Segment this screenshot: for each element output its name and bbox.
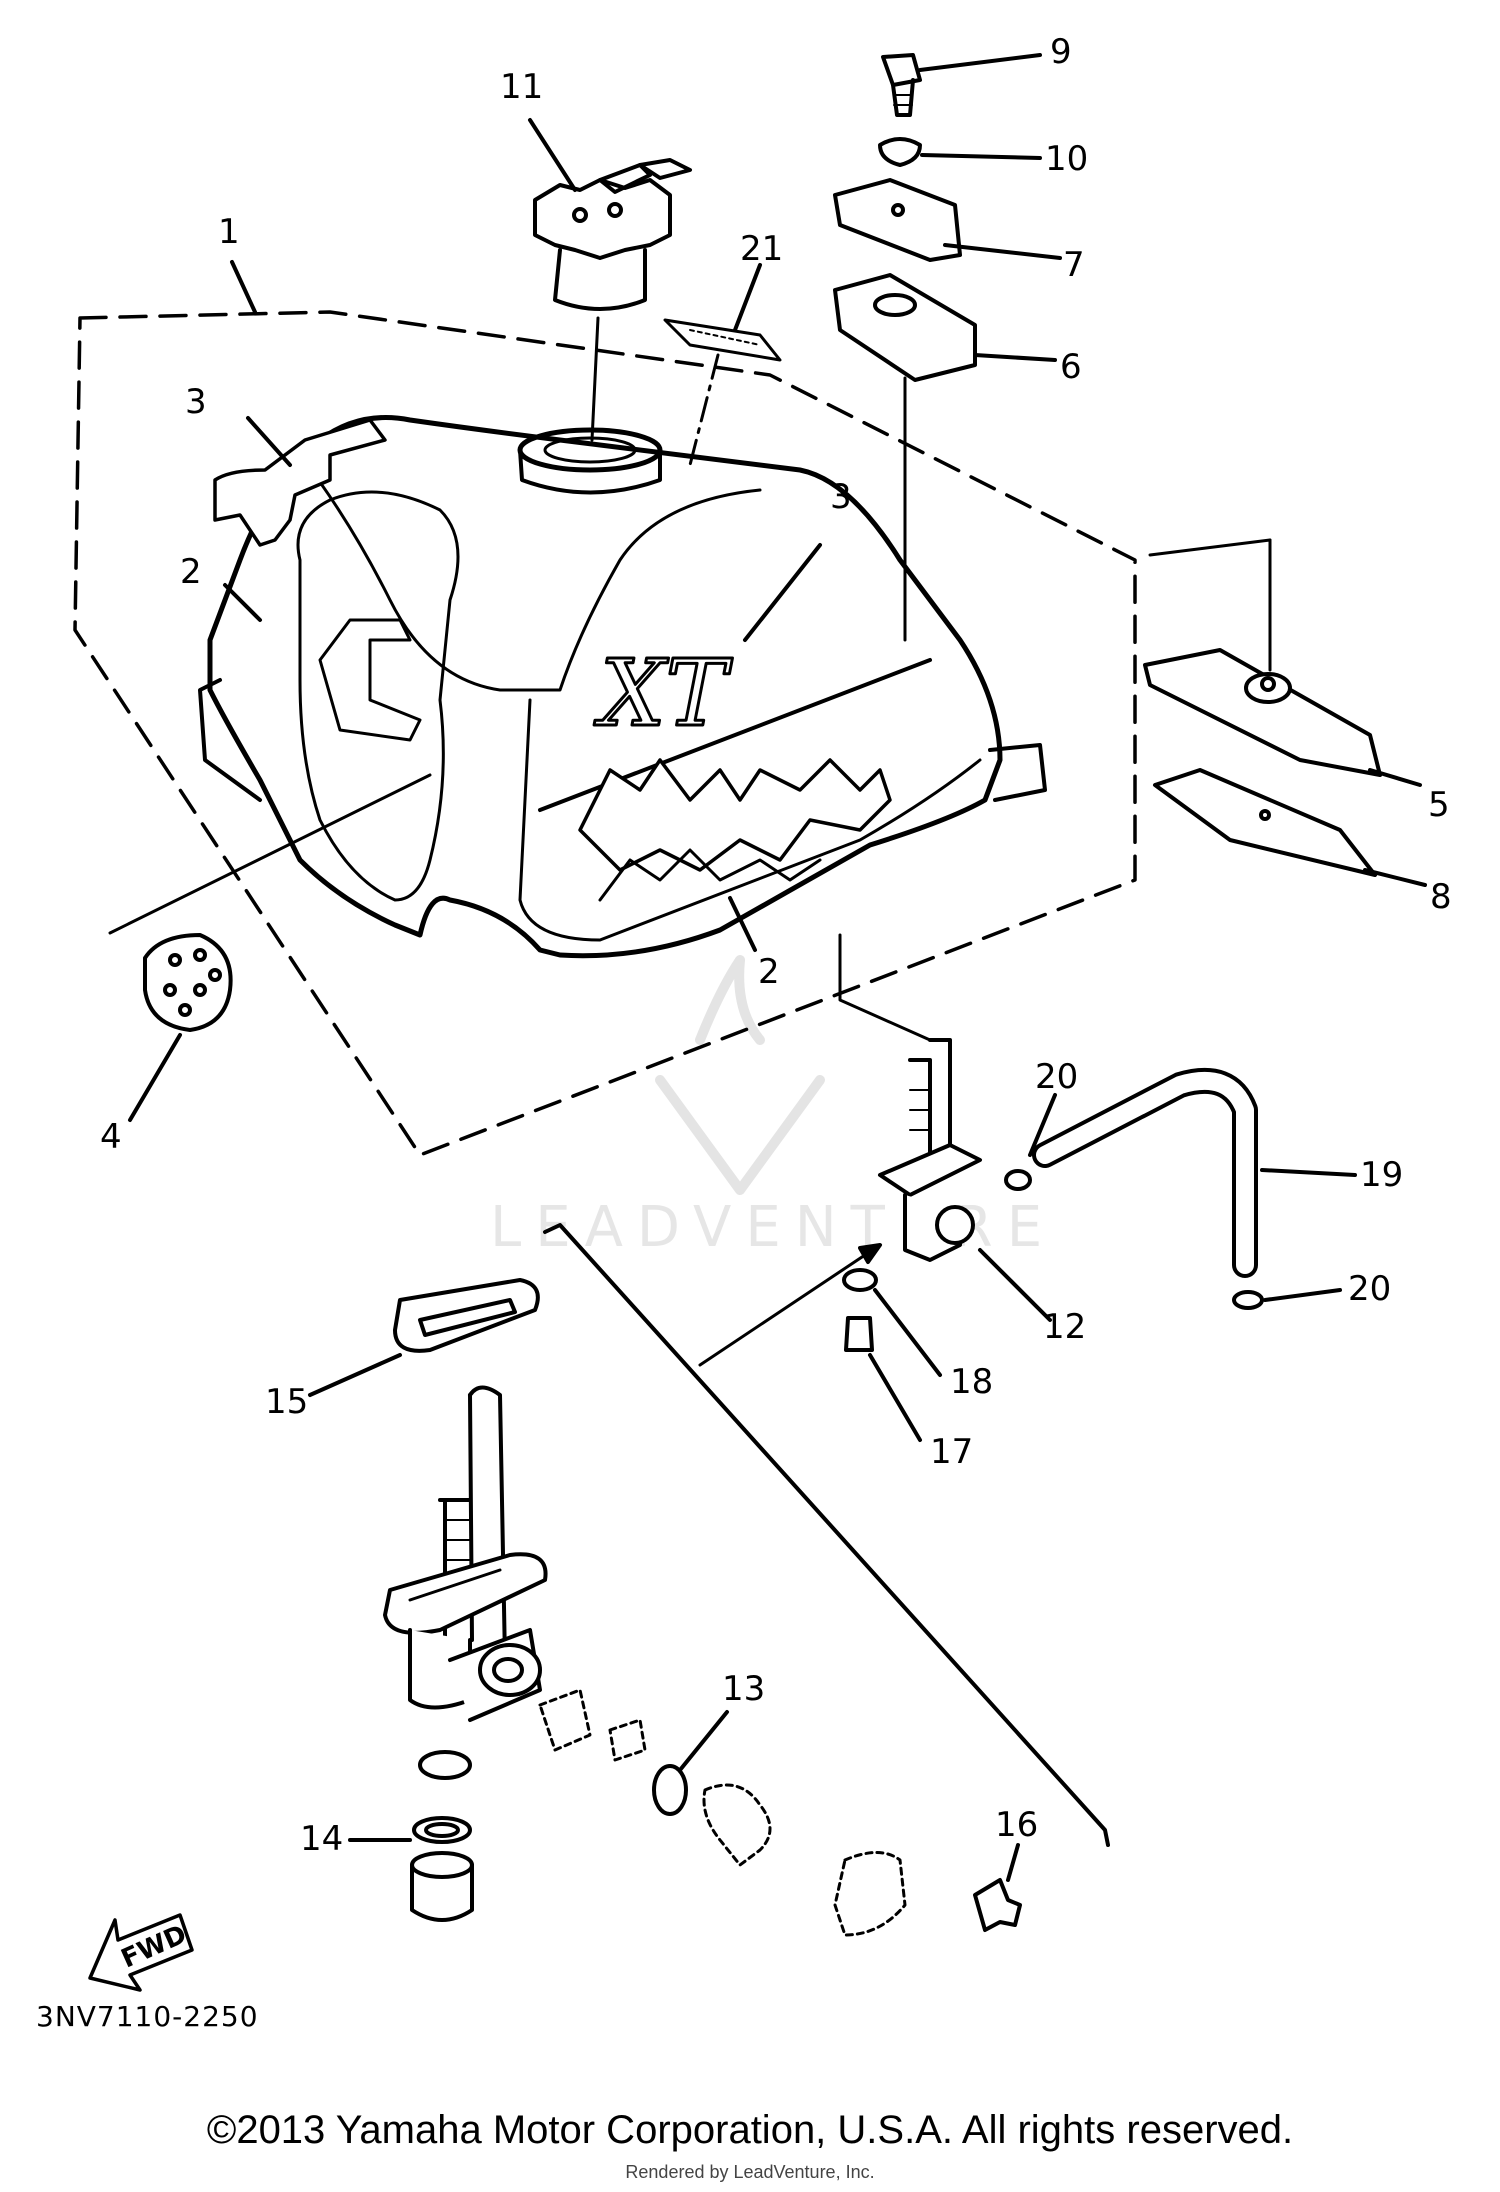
damper xyxy=(143,933,233,1032)
cushion-6 xyxy=(833,273,977,382)
callout-3a: 3 xyxy=(185,382,207,422)
leader-9 xyxy=(918,53,1042,72)
plate-8 xyxy=(1153,768,1377,877)
washer-18 xyxy=(842,1268,878,1292)
callout-14: 14 xyxy=(300,1819,344,1859)
leader-16 xyxy=(1006,1843,1020,1882)
clip-20a xyxy=(1004,1169,1032,1191)
callout-11: 11 xyxy=(500,67,544,107)
leader-17 xyxy=(868,1353,922,1442)
arrow-to-upper xyxy=(698,1243,882,1367)
leader-8 xyxy=(1363,868,1427,887)
callout-12: 12 xyxy=(1043,1307,1087,1347)
callout-5: 5 xyxy=(1428,785,1450,825)
fwd-arrow xyxy=(88,1913,194,1992)
cock-internals xyxy=(538,1688,907,1937)
callout-8: 8 xyxy=(1430,877,1452,917)
leader-1 xyxy=(230,260,257,314)
watermark-logo xyxy=(655,955,825,1195)
callout-20a: 20 xyxy=(1035,1057,1079,1097)
fuel-cock-mount-line xyxy=(838,933,932,1042)
callout-2b: 2 xyxy=(758,952,780,992)
leader-6 xyxy=(973,353,1057,362)
leader-21 xyxy=(733,263,762,332)
gasket-15 xyxy=(393,1278,540,1353)
leader-5 xyxy=(1368,768,1422,787)
screw-17 xyxy=(844,1316,874,1352)
leader-11 xyxy=(528,118,577,192)
callout-2a: 2 xyxy=(180,552,202,592)
fuel-cock-small xyxy=(878,1038,982,1262)
rendered-by-notice: Rendered by LeadVenture, Inc. xyxy=(625,2162,875,2182)
tank-assembly-outline xyxy=(73,310,1137,1157)
cap-to-filler xyxy=(590,316,600,442)
callout-20b: 20 xyxy=(1348,1269,1392,1309)
callout-21: 21 xyxy=(740,229,784,269)
fuel-cock-lower xyxy=(383,1385,548,1780)
leader-4-bracket xyxy=(108,773,432,935)
callout-18: 18 xyxy=(950,1362,994,1402)
screw-16 xyxy=(973,1878,1022,1932)
leader-18 xyxy=(873,1288,942,1377)
callout-3b: 3 xyxy=(830,477,852,517)
leader-2b xyxy=(728,896,757,952)
leader-3a xyxy=(246,416,292,467)
callout-4: 4 xyxy=(100,1117,122,1157)
fuel-cap xyxy=(533,158,692,311)
o-ring-13 xyxy=(652,1764,688,1816)
callout-16: 16 xyxy=(995,1805,1039,1845)
callout-13: 13 xyxy=(722,1669,766,1709)
clip-20b xyxy=(1232,1290,1264,1310)
callout-7: 7 xyxy=(1063,245,1085,285)
bolt xyxy=(881,53,922,117)
leader-7 xyxy=(943,243,1062,260)
caution-decal xyxy=(663,318,782,362)
plate-7 xyxy=(833,178,962,262)
leader-4 xyxy=(128,1033,182,1122)
callout-10: 10 xyxy=(1045,139,1089,179)
copyright-notice: ©2013 Yamaha Motor Corporation, U.S.A. A… xyxy=(206,2108,1294,2152)
callout-15: 15 xyxy=(265,1382,309,1422)
tank-logo: XT xyxy=(594,640,732,747)
decal-to-tank xyxy=(688,353,720,467)
seal-14 xyxy=(410,1816,474,1922)
leader-19 xyxy=(1260,1168,1357,1177)
fuel-tank xyxy=(198,415,1047,959)
callout-1: 1 xyxy=(218,212,240,252)
leader-15 xyxy=(308,1353,402,1397)
callout-6: 6 xyxy=(1060,347,1082,387)
leader-3b xyxy=(743,543,822,642)
callout-17: 17 xyxy=(930,1432,974,1472)
seat-cushion-left xyxy=(213,418,387,547)
callout-19: 19 xyxy=(1360,1155,1404,1195)
leader-20a xyxy=(1028,1093,1057,1157)
leader-13 xyxy=(678,1710,729,1772)
band-5 xyxy=(1143,538,1382,777)
leader-20b xyxy=(1263,1288,1342,1302)
part-code: 3NV7110-2250 xyxy=(36,2000,259,2033)
leader-10 xyxy=(920,153,1042,160)
callout-9: 9 xyxy=(1050,32,1072,72)
assembly-line-lower xyxy=(543,1223,1110,1847)
washer-10 xyxy=(878,137,922,167)
leader-12 xyxy=(978,1248,1052,1322)
leader-2a xyxy=(223,583,262,622)
